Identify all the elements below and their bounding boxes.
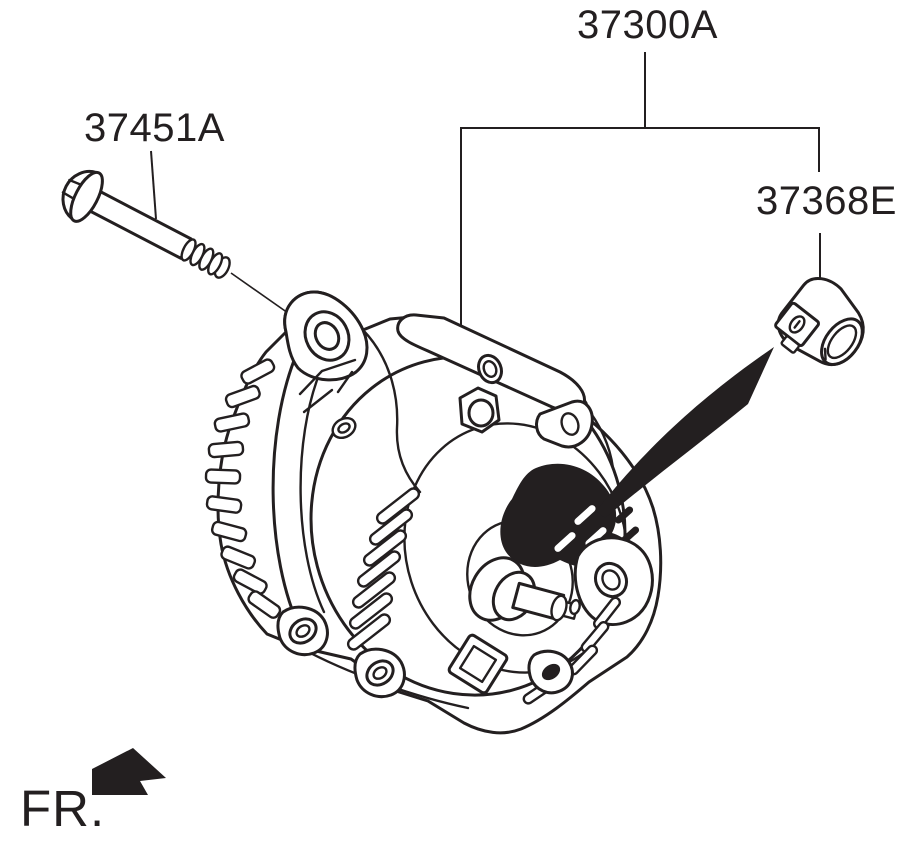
- callout-leader-37451a: [150, 150, 157, 220]
- part-label-37300a[interactable]: 37300A: [577, 3, 718, 47]
- front-direction-arrow: [92, 748, 166, 795]
- callout-bracket-37300a: [460, 52, 820, 330]
- part-label-37451a[interactable]: 37451A: [84, 106, 225, 150]
- part-label-37368e[interactable]: 37368E: [756, 179, 897, 223]
- bolt-drawing: [61, 170, 231, 279]
- vent-slots-mid: [346, 487, 421, 651]
- wiring-clamp-drawing: [774, 277, 865, 366]
- front-direction-label: FR.: [20, 780, 106, 837]
- alternator-drawing: [204, 290, 663, 735]
- clamp-location-arrow: [596, 347, 774, 518]
- cooling-fins: [204, 358, 282, 619]
